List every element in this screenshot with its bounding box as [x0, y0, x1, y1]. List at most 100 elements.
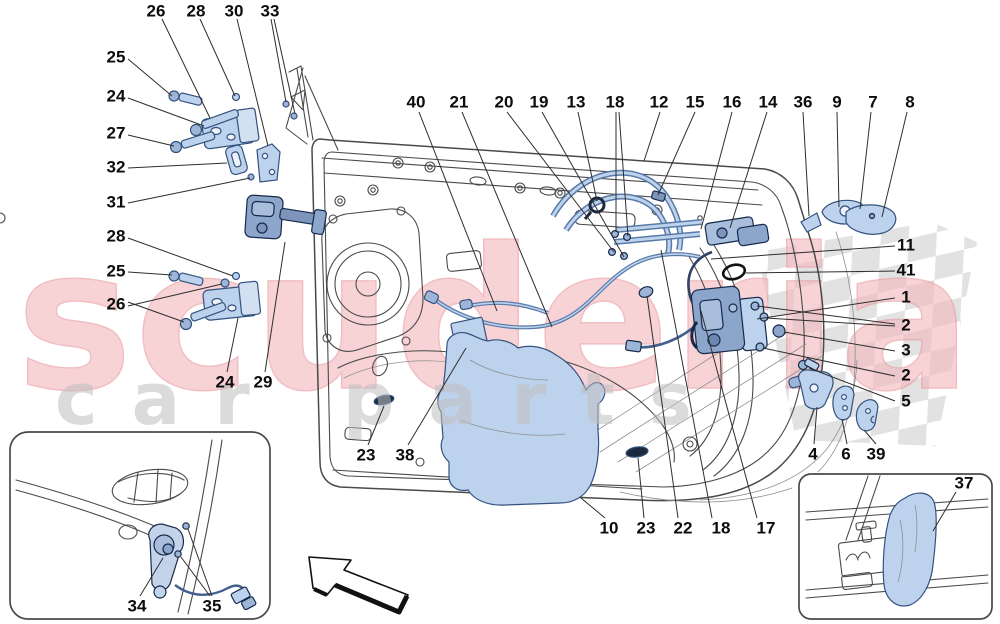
- leader-line-5: [808, 367, 896, 402]
- sound-deadening-panel: [437, 332, 606, 506]
- leader-line-20: [506, 111, 615, 253]
- callout-1: 1: [901, 288, 910, 307]
- leader-line-34: [139, 557, 164, 597]
- leader-line-23: [637, 457, 645, 519]
- leader-line-26: [127, 283, 223, 307]
- leader-line-3: [783, 331, 896, 352]
- leader-line-8: [881, 111, 908, 218]
- leader-line-12: [643, 111, 661, 162]
- callout-13: 13: [567, 93, 586, 112]
- watermark-sub: car parts: [55, 357, 726, 441]
- leader-line-40: [418, 111, 498, 312]
- leader-line-21: [461, 111, 553, 328]
- door-check-strap: [244, 194, 327, 240]
- callout-25: 25: [107, 262, 126, 281]
- leader-line-2: [762, 347, 896, 377]
- callout-9: 9: [832, 93, 841, 112]
- callout-18: 18: [712, 519, 731, 538]
- leader-line-37: [932, 491, 957, 532]
- drain-plug-left: [373, 394, 395, 406]
- leader-line-13: [577, 111, 598, 202]
- callout-2: 2: [901, 316, 910, 335]
- window-guide-rails: [550, 169, 703, 255]
- leader-line-25: [127, 271, 173, 276]
- leader-line-14: [729, 111, 768, 229]
- leader-line-19: [541, 111, 625, 258]
- callout-10: 10: [600, 519, 619, 538]
- leader-line-41: [745, 270, 896, 274]
- callout-6: 6: [841, 445, 850, 464]
- leader-line-26: [127, 301, 185, 323]
- leader-line-30: [236, 18, 269, 147]
- callout-40: 40: [407, 93, 426, 112]
- leader-line-24: [127, 97, 205, 127]
- leader-line-27: [127, 134, 175, 147]
- callout-30: 30: [225, 2, 244, 21]
- callout-4: 4: [808, 445, 818, 464]
- leader-line-35: [187, 528, 213, 597]
- inset-sill-detail: [798, 473, 993, 620]
- leader-line-17: [700, 310, 758, 519]
- callout-26: 26: [107, 295, 126, 314]
- window-frame: [285, 65, 339, 151]
- striker-hinge-group: [788, 369, 879, 432]
- leader-line-9: [836, 111, 840, 208]
- o-ring: [721, 263, 747, 281]
- sill-shield: [882, 492, 937, 607]
- callout-21: 21: [450, 93, 469, 112]
- callout-36: 36: [794, 93, 813, 112]
- callout-14: 14: [759, 93, 778, 112]
- callout-20: 20: [495, 93, 514, 112]
- callout-29: 29: [254, 373, 273, 392]
- leader-line-26: [161, 18, 211, 119]
- leader-line-7: [859, 111, 872, 210]
- leader-line-39: [863, 429, 877, 445]
- leader-line-18: [618, 111, 629, 237]
- callout-31: 31: [107, 193, 126, 212]
- callout-22: 22: [674, 519, 693, 538]
- hinge-cover-plates: [225, 100, 298, 183]
- leader-line-38: [407, 347, 467, 446]
- callout-32: 32: [107, 158, 126, 177]
- callout-27: 27: [107, 124, 126, 143]
- callout-11: 11: [897, 236, 915, 255]
- leader-line-2: [765, 317, 896, 327]
- inset-lock-detail: [9, 431, 271, 620]
- lower-door-hinge: [168, 270, 262, 331]
- lock-cylinder: [148, 522, 257, 611]
- leader-line-16: [700, 111, 733, 230]
- leader-line-11: [710, 245, 896, 260]
- leader-line-33: [270, 18, 287, 103]
- leader-line-18: [660, 249, 713, 519]
- leader-line-36: [802, 111, 810, 217]
- leader-line-25: [127, 58, 173, 97]
- callout-24: 24: [216, 373, 235, 392]
- leader-line-32: [127, 162, 228, 169]
- callout-19: 19: [530, 93, 549, 112]
- callout-8: 8: [905, 93, 914, 112]
- callout-16: 16: [723, 93, 742, 112]
- callout-7: 7: [868, 93, 877, 112]
- leader-line-23: [367, 405, 385, 446]
- callout-24: 24: [107, 87, 126, 106]
- callout-25: 25: [107, 48, 126, 67]
- callout-28: 28: [187, 2, 206, 21]
- cable-ring: [583, 196, 606, 220]
- leader-line-35: [180, 556, 211, 597]
- leader-line-31: [127, 177, 251, 204]
- callout-17: 17: [757, 519, 776, 538]
- callout-23: 23: [357, 446, 376, 465]
- callout-23: 23: [637, 519, 656, 538]
- upper-door-hinge: [168, 90, 260, 154]
- leader-line-22: [646, 295, 679, 519]
- leader-line-28: [199, 18, 236, 97]
- callout-35: 35: [203, 597, 222, 616]
- leader-line-2: [756, 305, 896, 325]
- callout-3: 3: [901, 341, 910, 360]
- callout-41: 41: [897, 261, 916, 280]
- speaker-opening: [321, 206, 424, 352]
- callout-15: 15: [686, 93, 705, 112]
- door-latch: [690, 285, 768, 355]
